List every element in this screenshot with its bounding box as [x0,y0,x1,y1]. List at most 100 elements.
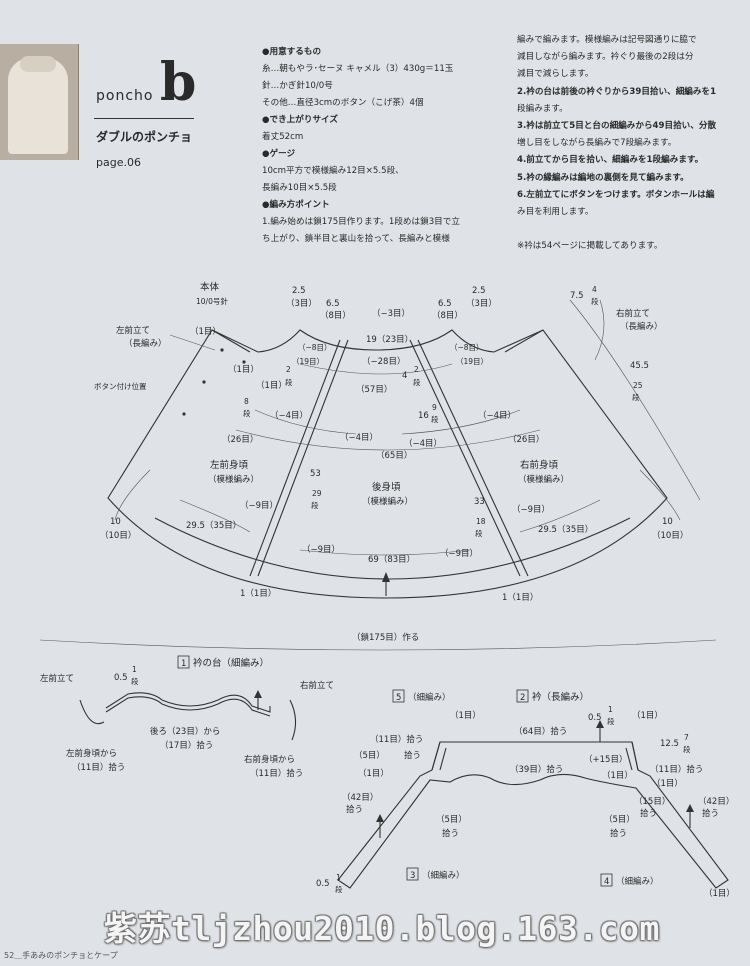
body-label-l24: 8 [244,397,249,406]
body-label-l8: （8目） [432,310,463,321]
body-label-l19: 段 [413,377,421,387]
collar-labels: 5 （細編み） 2 衿（長編み） 3 （細編み） 4 （細編み） （1目） （1… [316,689,735,899]
body-label-l44: （−9目） [302,544,340,555]
body-label-l18: 2 [414,365,419,374]
body-label-l61: （1目） [190,326,221,337]
collar-label-c12: 拾う [404,750,421,761]
body-label-l32: （−4目） [404,438,442,449]
body-label-l9: （−3目） [372,308,410,319]
collar-label-c26: 拾う [610,828,627,839]
body-label-l26: 16 [418,411,429,421]
collar-left-arrow-icon [376,814,384,822]
body-label-l6: （3目） [466,298,497,309]
body-label-l14: （19目） [456,357,488,366]
collar-title2: 衿（長編み） [532,691,589,703]
body-label-l58: 45.5 [630,361,649,371]
body-label-l45: （−9目） [440,548,478,559]
body-label-l17: 4 [402,371,407,381]
body-outline [107,329,668,599]
right-front-label: 右前身頃 [520,459,559,471]
button-marker-2 [202,380,206,384]
instruction-line: み目を利用します。 [517,206,594,217]
collar-base-right-band: 右前立て [300,680,334,691]
collar-label-c30: 1 [336,873,341,882]
collar-base-num: 1 [181,659,186,669]
body-text-labels: 本体 10/0号針 左前立て （長編み） （1目） ボタン付け位置 右前立て （… [94,281,688,643]
collar-label-c21: （15目） [634,796,670,807]
body-title: 本体 [200,281,220,293]
collar-base-arrow-icon [254,690,262,698]
collar-base-title: 衿の台（細編み） [193,657,269,669]
instruction-line: 5.衿の縁編みは編地の裏側を見て編みます。 [517,172,689,183]
instruction-line: ち上がり、鎖半目と裏山を拾って、長編みと模様 [262,234,450,244]
body-label-l47: （10目） [100,530,136,541]
back-stitch: （模様編み） [362,496,413,507]
body-label-l31: （−4目） [340,432,378,443]
collar-label-c25: （5目） [604,814,635,825]
collar-label-c5: 0.5 [588,713,602,723]
instruction-line: 長編み10目×5.5段 [262,183,337,193]
collar-label-c4: （64目）拾う [514,726,567,737]
body-label-l48: 10 [662,517,673,527]
instruction-line: 2.衿の台は前後の衿ぐりから39目拾い、細編みを1 [517,86,717,97]
instructions-left-column: ●用意するもの糸…朝もやラ･セーヌ キャメル（3）430g＝11玉針…かぎ針10… [262,44,460,248]
body-label-l29: （−4目） [270,410,308,421]
instruction-line: 減目で減らします。 [517,69,594,80]
collar-label-c20: 拾う [346,804,363,815]
instruction-heading: ●でき上がりサイズ [262,115,338,125]
body-label-l46: 10 [110,517,121,527]
collar-num3: 3 [410,871,415,881]
body-label-l25: 段 [243,408,251,418]
left-band-stitch: （長編み） [124,338,167,349]
body-label-l20: 2 [286,365,291,374]
collar-num3-box [406,867,419,881]
body-label-l33: （26目） [222,434,258,445]
body-label-l16: （57目） [356,384,392,395]
body-label-l11: （−8目） [298,343,332,352]
collar-base-back-pick: 後ろ（23目）から [150,726,220,737]
dimension-guides [39,299,717,651]
right-band-label: 右前立て [616,308,650,319]
body-label-l42: （−9目） [240,500,278,511]
body-label-l40: 18 [476,517,486,526]
collar-base-back-pick2: （17目）拾う [160,740,213,751]
collar-base-left-band: 左前立て [40,673,74,684]
instruction-line: 6.左前立てにボタンをつけます。ボタンホールは編 [517,189,715,200]
collar-label-c1: （1目） [450,710,481,721]
body-label-l4: （8目） [320,310,351,321]
collar-label-c3: （11目）拾う [370,734,423,745]
button-marker-1 [220,348,224,352]
body-label-l13: （19目） [292,357,324,366]
body-label-l52: 69（83目） [368,554,415,565]
collar-label-c6: 1 [608,705,613,714]
start-chain-label: （鎖175目）作る [352,632,419,643]
body-label-l21: 段 [285,377,293,387]
collar-label-c2: （1目） [632,710,663,721]
body-label-l36: 53 [310,469,321,479]
collar-title4: （細編み） [616,876,659,887]
collar-label-c29: 0.5 [316,879,330,889]
instruction-line: 4.前立てから目を拾い、細編みを1段編みます。 [517,155,704,166]
body-label-l15: （−28目） [362,356,405,367]
right-front-stitch: （模様編み） [518,474,569,485]
right-band-stitch: （長編み） [620,321,663,332]
body-label-l22: （1目） [256,380,287,391]
body-label-l41: 段 [475,528,483,538]
body-label-l37: 29 [312,489,322,498]
collar-label-c23: （5目） [436,814,467,825]
header-rule [94,118,194,119]
instruction-line: 10cm平方で模様編み12目×5.5段、 [262,166,404,176]
poncho-photo-collar [20,56,56,72]
instruction-heading: ●編み方ポイント [262,200,330,210]
instruction-line: 減目しながら編みます。衿ぐり最後の2段は分 [517,52,694,63]
collar-label-c24: 拾う [442,828,459,839]
collar-base-right-pick: 右前身頃から [244,754,295,765]
collar-label-c9: 7 [684,733,689,742]
body-hook: 10/0号針 [196,296,228,306]
collar-label-c16: （11目）拾う [650,764,703,775]
instructions-right-column: 編みで編みます。模様編みは記号図通りに脇で減目しながら編みます。衿ぐり最後の2段… [517,32,716,255]
body-label-l60: 段 [632,392,640,402]
collar-label-c28: 拾う [702,808,719,819]
page-reference: page.06 [96,156,141,169]
collar-label-c10: 段 [683,744,691,754]
